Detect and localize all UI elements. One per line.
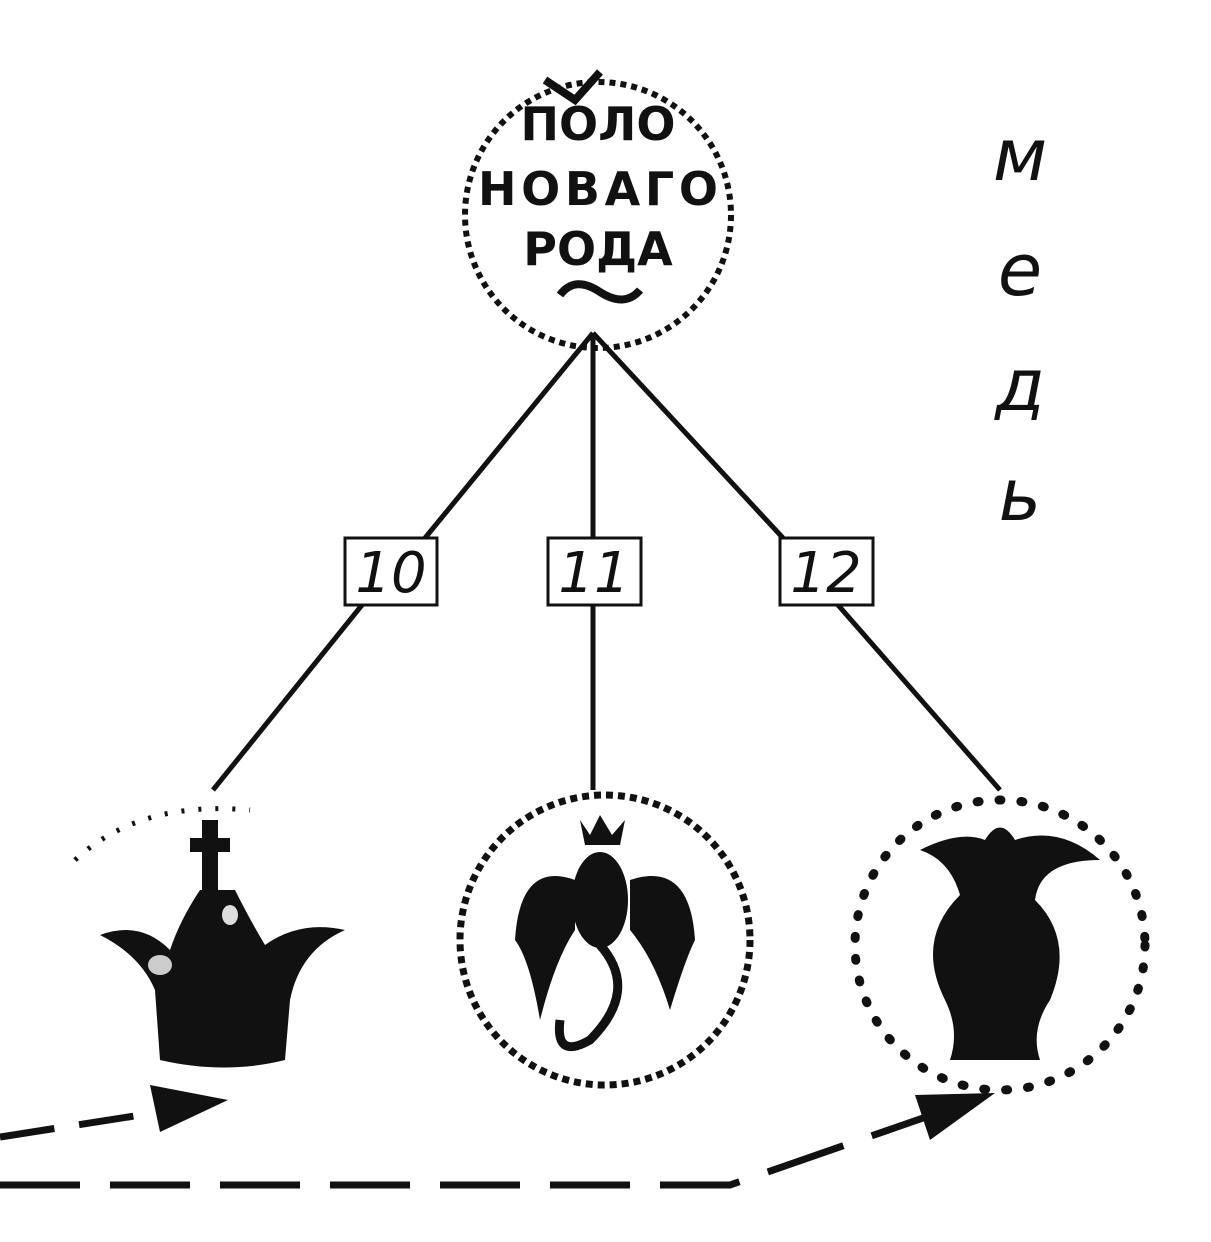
branch-label-10: 10 [343,536,439,607]
eagle-coin-icon [456,791,754,1089]
svg-text:10: 10 [355,541,426,606]
dashed-arrows [0,1085,995,1189]
branch-label-11: 11 [546,536,643,607]
svg-text:11: 11 [558,541,629,606]
coin-line-2: НОВАГО [478,162,718,216]
metal-letter: е [998,228,1042,312]
metal-label: м е д ь [993,113,1047,537]
arrowhead-icon [150,1085,228,1132]
metal-letter: ь [999,453,1041,537]
metal-letter: д [993,343,1045,427]
branch-lines [211,331,1002,792]
top-coin: ПОЛО НОВАГО РОДА [462,69,734,351]
arrowhead-icon [915,1093,995,1140]
crown-icon [73,806,345,1068]
branch-label-12: 12 [778,536,875,607]
metal-letter: м [993,113,1047,197]
svg-text:12: 12 [790,541,861,606]
vase-coin-icon [850,795,1150,1095]
coin-line-1: ПОЛО [521,97,676,151]
coin-line-3: РОДА [523,222,673,276]
